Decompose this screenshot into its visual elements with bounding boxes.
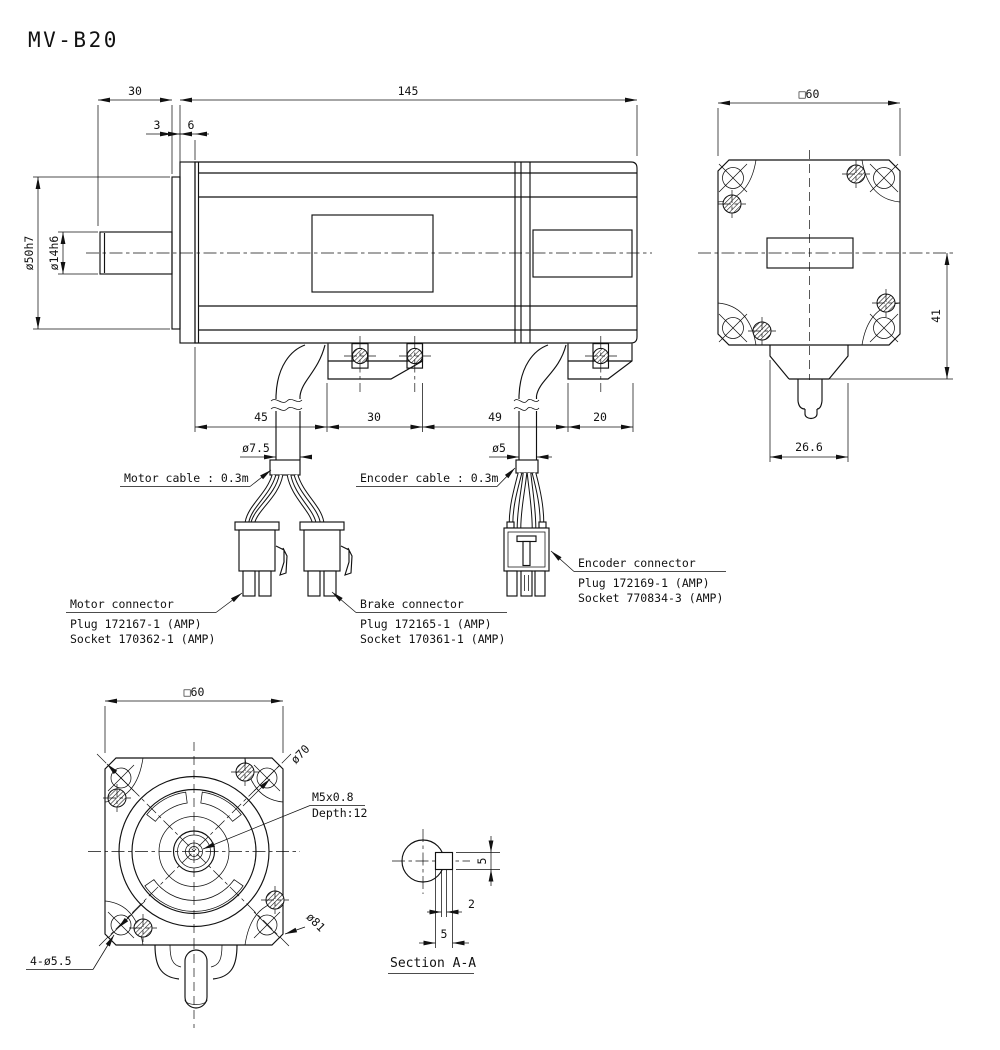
section-view: 5 2 5 Section A-A bbox=[388, 829, 500, 974]
dim-3: 3 bbox=[154, 118, 161, 132]
motor-cable-label: Motor cable : 0.3m bbox=[124, 471, 249, 485]
motor-terminal-block bbox=[327, 336, 431, 392]
encoder-cable-label: Encoder cable : 0.3m bbox=[360, 471, 499, 485]
encoder-connector-socket: Socket 770834-3 (AMP) bbox=[578, 591, 723, 605]
encoder-connector bbox=[503, 521, 550, 597]
dim-41: 41 bbox=[929, 309, 943, 323]
rear-connector-recess bbox=[766, 237, 854, 269]
brake-connector-socket: Socket 170361-1 (AMP) bbox=[360, 632, 505, 646]
dim-30b: 30 bbox=[367, 410, 381, 424]
dim-30: 30 bbox=[128, 84, 142, 98]
brake-connector bbox=[299, 521, 353, 597]
dim-key-offset: 2 bbox=[468, 897, 475, 911]
dim-20: 20 bbox=[593, 410, 607, 424]
dim-shaft-diameter: ø14h6 bbox=[47, 236, 61, 271]
dim-rear-width: □60 bbox=[799, 87, 820, 101]
side-view: 30 145 3 6 ø50h7 ø14h6 45 30 49 20 bbox=[22, 84, 652, 460]
rear-assembly-screws bbox=[718, 160, 900, 345]
encoder-connector-title: Encoder connector bbox=[578, 556, 696, 570]
dim-key-width: 5 bbox=[441, 927, 448, 941]
rear-dimensions: □60 41 26.6 bbox=[717, 87, 953, 462]
motor-connector bbox=[234, 521, 288, 597]
motor-cable-wires bbox=[244, 474, 325, 523]
dim-266: 26.6 bbox=[795, 440, 823, 454]
motor-connector-socket: Socket 170362-1 (AMP) bbox=[70, 632, 215, 646]
side-dimensions-bottom: 45 30 49 20 ø7.5 ø5 bbox=[194, 347, 634, 460]
encoder-terminal-block bbox=[567, 336, 633, 392]
dim-boss-diameter: ø50h7 bbox=[22, 236, 36, 271]
motor-cable-exit bbox=[270, 344, 326, 460]
dim-motor-cable-dia: ø7.5 bbox=[242, 441, 270, 455]
front-cable-exit bbox=[154, 940, 238, 1028]
front-circles bbox=[118, 775, 270, 928]
dim-45: 45 bbox=[254, 410, 268, 424]
connector-detail: Motor cable : 0.3m Encoder cable : 0.3m … bbox=[66, 459, 726, 646]
dim-49: 49 bbox=[488, 410, 502, 424]
encoder-cable-wires bbox=[508, 472, 545, 529]
rear-view: □60 41 26.6 bbox=[698, 87, 955, 462]
dim-key-height: 5 bbox=[475, 858, 489, 865]
drawing-title: MV-B20 bbox=[28, 28, 119, 52]
dim-6: 6 bbox=[188, 118, 195, 132]
encoder-cable-ferrule bbox=[515, 459, 539, 474]
dim-145: 145 bbox=[398, 84, 419, 98]
encoder-cable-exit bbox=[513, 344, 567, 460]
rear-corner-holes bbox=[718, 163, 899, 343]
encoder-connector-plug: Plug 172169-1 (AMP) bbox=[578, 576, 710, 590]
dim-tap: M5x0.8 bbox=[312, 790, 354, 804]
front-assembly-screws bbox=[103, 758, 289, 942]
motor-connector-plug: Plug 172167-1 (AMP) bbox=[70, 617, 202, 631]
dim-bolt-circle: ø70 bbox=[288, 742, 313, 767]
dim-mounting-holes: 4-ø5.5 bbox=[30, 954, 72, 968]
rear-cable-exit bbox=[769, 345, 849, 420]
nameplate bbox=[311, 214, 434, 293]
dim-front-width: □60 bbox=[184, 685, 205, 699]
motor-connector-title: Motor connector bbox=[70, 597, 174, 611]
brake-connector-title: Brake connector bbox=[360, 597, 464, 611]
dim-tap-depth: Depth:12 bbox=[312, 806, 367, 820]
front-view: □60 ø70 ø81 M5x0.8 Depth:12 4-ø5.5 bbox=[26, 685, 367, 1028]
encoder-cover-plate bbox=[532, 229, 633, 278]
connector-labels: Motor connector Plug 172167-1 (AMP) Sock… bbox=[66, 550, 726, 646]
side-dimensions-top: 30 145 3 6 bbox=[97, 84, 638, 226]
key-cross-section bbox=[434, 851, 454, 871]
front-vent-slots bbox=[144, 791, 244, 912]
dim-diagonal: ø81 bbox=[304, 910, 329, 935]
cable-labels: Motor cable : 0.3m Encoder cable : 0.3m bbox=[120, 467, 516, 487]
brake-connector-plug: Plug 172165-1 (AMP) bbox=[360, 617, 492, 631]
section-title: Section A-A bbox=[390, 956, 476, 971]
motor-cable-ferrule bbox=[269, 459, 301, 476]
dim-encoder-cable-dia: ø5 bbox=[492, 441, 506, 455]
side-dimensions-left: ø50h7 ø14h6 bbox=[22, 176, 170, 330]
